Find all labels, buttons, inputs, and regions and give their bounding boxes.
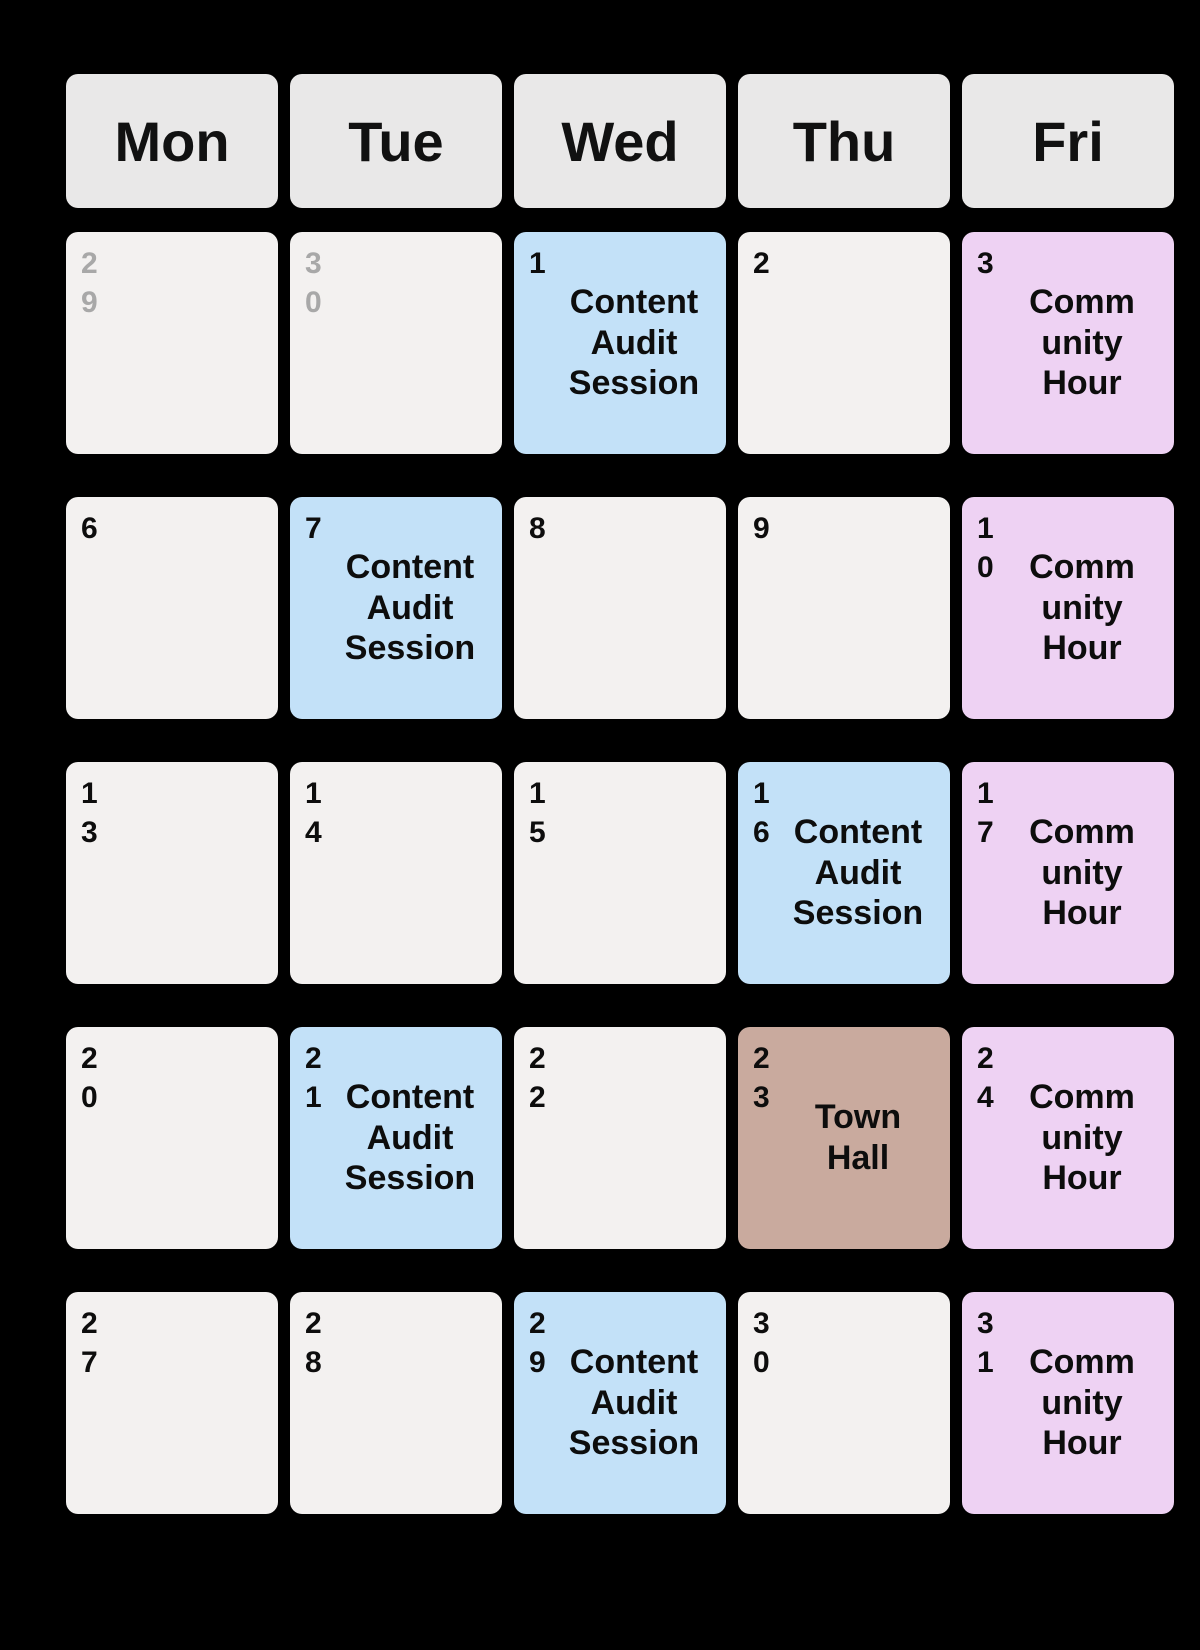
day-number: 17	[977, 777, 994, 849]
weekday-header-thu: Thu	[738, 74, 950, 208]
week-row-3: 13 14 15 16 Content Audit Session 17 Community…	[66, 762, 1174, 984]
day-number: 29	[529, 1307, 546, 1379]
weekday-header-mon: Mon	[66, 74, 278, 208]
day-cell-21[interactable]: 21 Content Audit Session	[290, 1027, 502, 1249]
week-row-5: 27 28 29 Content Audit Session 30 31 Community…	[66, 1292, 1174, 1514]
day-number: 3	[977, 247, 994, 280]
day-cell-8[interactable]: 8	[514, 497, 726, 719]
day-number: 29	[81, 247, 98, 319]
day-cell-29[interactable]: 29 Content Audit Session	[514, 1292, 726, 1514]
day-cell-22[interactable]: 22	[514, 1027, 726, 1249]
day-number: 16	[753, 777, 770, 849]
day-number: 20	[81, 1042, 98, 1114]
day-cell-27[interactable]: 27	[66, 1292, 278, 1514]
day-number: 9	[753, 512, 770, 545]
day-number: 28	[305, 1307, 322, 1379]
event-content-audit-session[interactable]: Content Audit Session	[792, 812, 924, 933]
day-cell-30-prev[interactable]: 30	[290, 232, 502, 454]
day-cell-28[interactable]: 28	[290, 1292, 502, 1514]
event-content-audit-session[interactable]: Content Audit Session	[344, 547, 476, 668]
day-cell-24[interactable]: 24 Community Hour	[962, 1027, 1174, 1249]
day-number: 14	[305, 777, 322, 849]
event-content-audit-session[interactable]: Content Audit Session	[568, 1342, 700, 1463]
day-number: 27	[81, 1307, 98, 1379]
day-cell-29-prev[interactable]: 29	[66, 232, 278, 454]
day-number: 23	[753, 1042, 770, 1114]
day-number: 13	[81, 777, 98, 849]
day-cell-30[interactable]: 30	[738, 1292, 950, 1514]
day-cell-16[interactable]: 16 Content Audit Session	[738, 762, 950, 984]
event-content-audit-session[interactable]: Content Audit Session	[568, 282, 700, 403]
day-cell-10[interactable]: 10 Community Hour	[962, 497, 1174, 719]
day-cell-9[interactable]: 9	[738, 497, 950, 719]
event-content-audit-session[interactable]: Content Audit Session	[344, 1077, 476, 1198]
day-cell-14[interactable]: 14	[290, 762, 502, 984]
day-number: 6	[81, 512, 98, 545]
day-cell-6[interactable]: 6	[66, 497, 278, 719]
day-number: 21	[305, 1042, 322, 1114]
day-number: 30	[305, 247, 322, 319]
day-number: 30	[753, 1307, 770, 1379]
day-cell-31[interactable]: 31 Community Hour	[962, 1292, 1174, 1514]
day-number: 1	[529, 247, 546, 280]
event-community-hour[interactable]: Community Hour	[1029, 812, 1135, 933]
day-number: 8	[529, 512, 546, 545]
event-community-hour[interactable]: Community Hour	[1029, 1342, 1135, 1463]
day-cell-17[interactable]: 17 Community Hour	[962, 762, 1174, 984]
day-cell-15[interactable]: 15	[514, 762, 726, 984]
event-town-hall[interactable]: Town Hall	[814, 1098, 902, 1177]
day-cell-13[interactable]: 13	[66, 762, 278, 984]
event-community-hour[interactable]: Community Hour	[1029, 282, 1135, 403]
weekday-header-fri: Fri	[962, 74, 1174, 208]
day-number: 31	[977, 1307, 994, 1379]
day-cell-20[interactable]: 20	[66, 1027, 278, 1249]
day-number: 10	[977, 512, 994, 584]
day-cell-2[interactable]: 2	[738, 232, 950, 454]
day-number: 7	[305, 512, 322, 545]
weekday-header-tue: Tue	[290, 74, 502, 208]
event-community-hour[interactable]: Community Hour	[1029, 1077, 1135, 1198]
day-number: 24	[977, 1042, 994, 1114]
event-community-hour[interactable]: Community Hour	[1029, 547, 1135, 668]
day-number: 22	[529, 1042, 546, 1114]
weekday-header-wed: Wed	[514, 74, 726, 208]
day-number: 15	[529, 777, 546, 849]
day-number: 2	[753, 247, 770, 280]
